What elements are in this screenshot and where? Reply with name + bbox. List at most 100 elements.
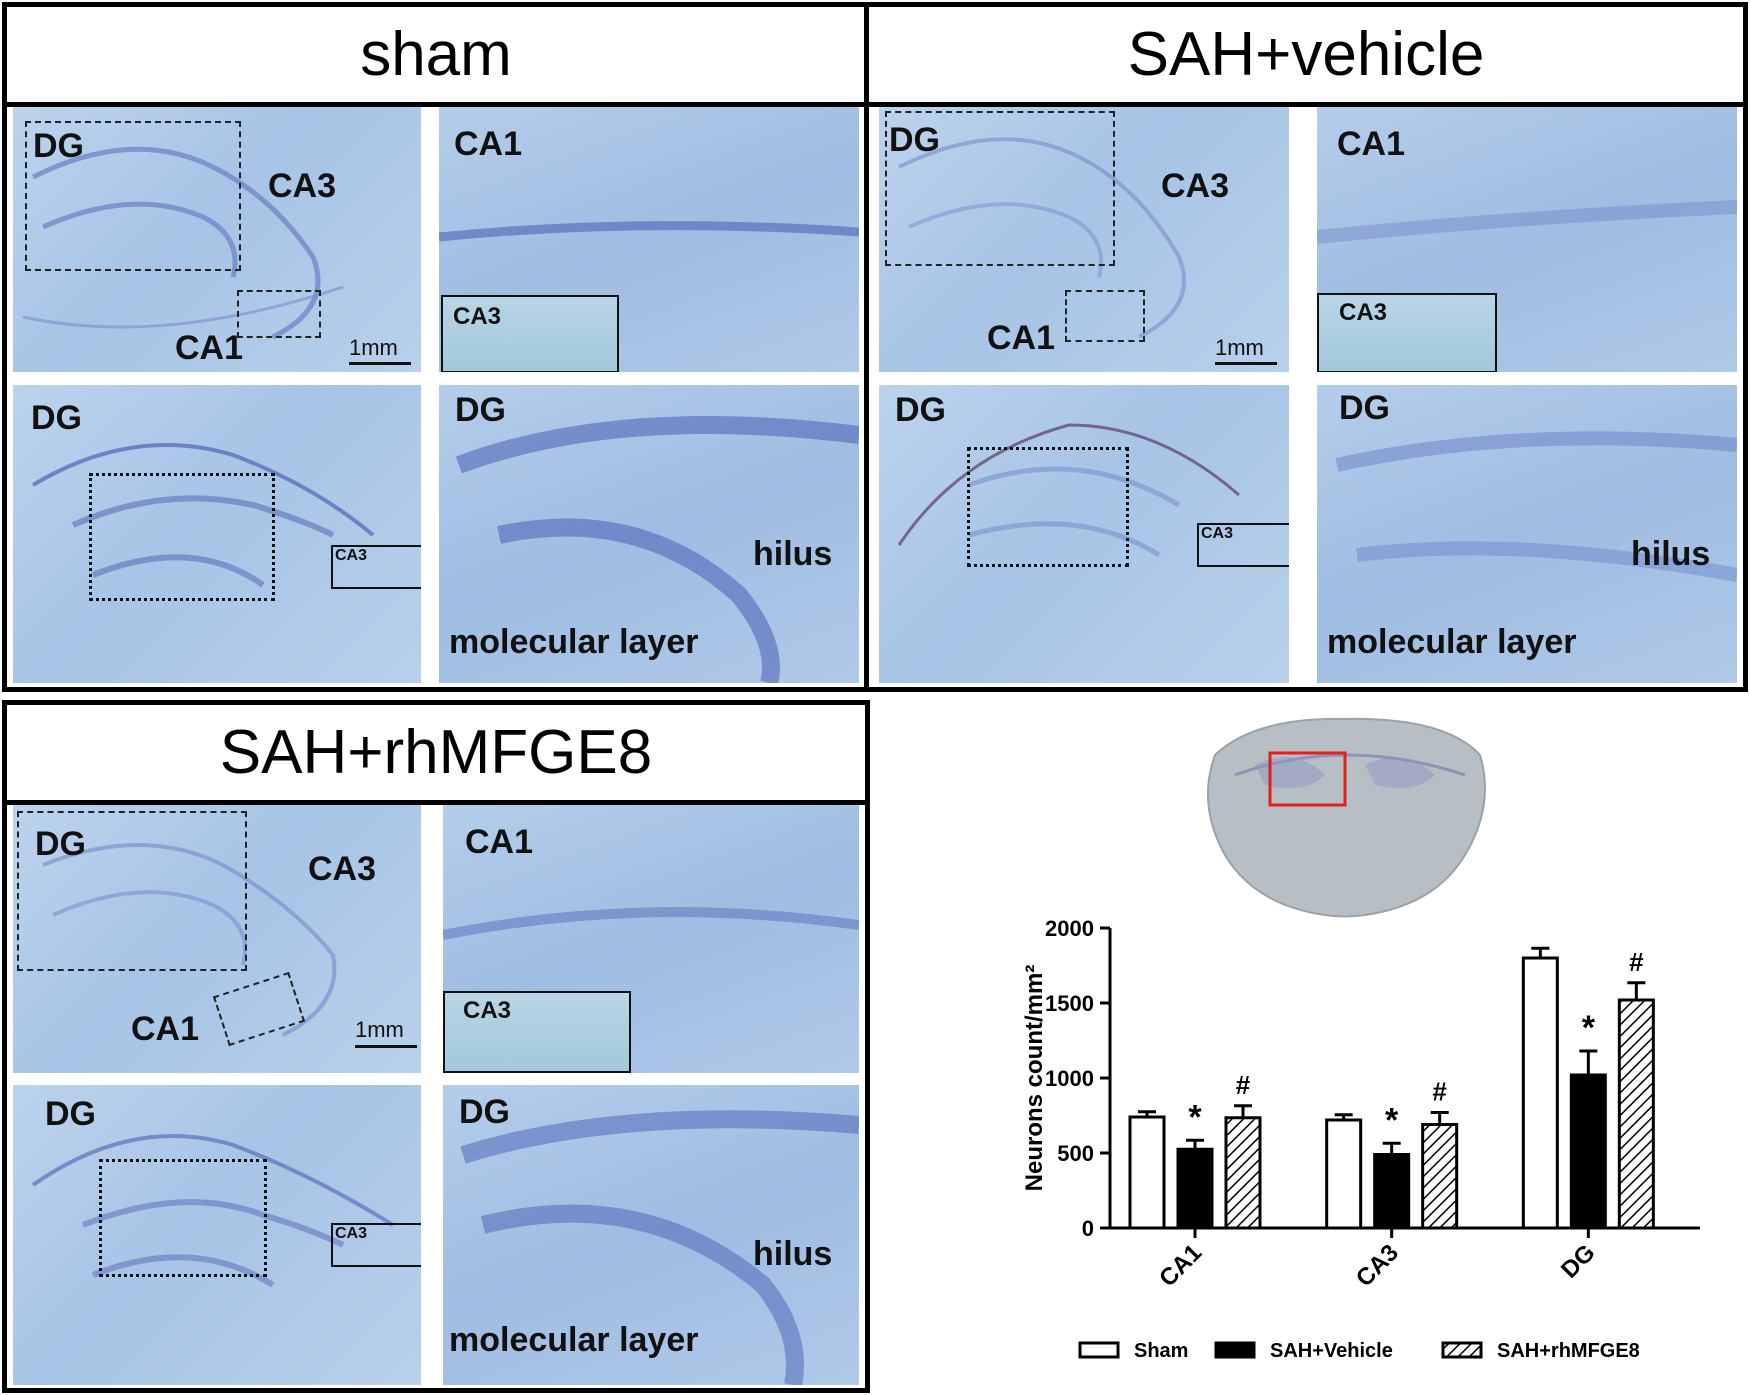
significance-marker: * xyxy=(1385,1101,1399,1139)
label-dg: DG xyxy=(35,825,86,863)
ca3-inset: CA3 xyxy=(443,991,631,1073)
scale-bar xyxy=(349,362,411,365)
significance-marker: # xyxy=(1236,1070,1251,1100)
hippocampus-overview-image: DG CA3 CA1 1mm xyxy=(13,805,421,1073)
panel-sah-rhmfge8: SAH+rhMFGE8 DG CA3 CA1 1mm CA1 CA3 CA3 xyxy=(2,700,870,1393)
stain-texture xyxy=(22,146,344,340)
stain-texture xyxy=(1335,431,1737,582)
stain-texture xyxy=(443,907,859,940)
bar xyxy=(1325,1118,1363,1230)
label-ca3: CA3 xyxy=(268,167,337,205)
significance-marker: # xyxy=(1629,947,1644,977)
label-molecular-layer: molecular layer xyxy=(449,1321,699,1359)
legend-label: SAH+rhMFGE8 xyxy=(1497,1340,1640,1362)
roi-box xyxy=(1268,751,1347,807)
label-dg-bottom: DG xyxy=(45,1095,96,1133)
panel-title: SAH+vehicle xyxy=(869,7,1743,107)
ca3-region-box: CA3 xyxy=(1197,523,1289,567)
x-tick-label: DG xyxy=(1556,1239,1601,1284)
ca3-inset: CA3 xyxy=(441,295,619,372)
ca1-zoom-image: CA1 CA3 xyxy=(439,107,859,372)
y-tick-label: 1000 xyxy=(1045,1066,1094,1091)
y-tick-label: 0 xyxy=(1082,1216,1094,1241)
dg-zoom-image: DG hilus molecular layer xyxy=(439,385,859,683)
scale-bar xyxy=(355,1045,417,1048)
label-ca1-zoom: CA1 xyxy=(1337,125,1406,163)
bar xyxy=(1569,1073,1607,1230)
x-tick-label: CA1 xyxy=(1154,1239,1207,1292)
dg-region-box xyxy=(99,1159,267,1277)
label-ca1: CA1 xyxy=(175,329,244,367)
label-ca3-small: CA3 xyxy=(335,547,368,564)
legend-label: Sham xyxy=(1134,1340,1188,1362)
ca1-zoom-image: CA1 CA3 xyxy=(443,805,859,1073)
label-ca1-zoom: CA1 xyxy=(454,125,523,163)
stain-texture xyxy=(31,443,375,588)
bar xyxy=(1521,956,1559,1230)
bar xyxy=(1617,998,1655,1230)
label-dg-bottom: DG xyxy=(895,391,946,429)
dg-overview-image: CA3 DG xyxy=(13,385,421,683)
scale-label: 1mm xyxy=(355,1017,404,1042)
label-dg-bottom: DG xyxy=(31,399,82,437)
hippocampus-overview-image: DG CA3 CA1 1mm xyxy=(879,107,1289,372)
scale-label: 1mm xyxy=(1215,335,1264,360)
label-ca1-zoom: CA1 xyxy=(465,823,534,861)
label-hilus: hilus xyxy=(1631,535,1711,573)
label-dg-zoom: DG xyxy=(459,1093,510,1131)
bar xyxy=(1421,1123,1459,1230)
y-axis-label: Neurons count/mm² xyxy=(1021,965,1048,1192)
stain-texture xyxy=(42,843,337,1037)
brain-section-image xyxy=(1206,717,1486,918)
significance-marker: * xyxy=(1582,1009,1596,1047)
label-hilus: hilus xyxy=(753,535,833,573)
label-ca3: CA3 xyxy=(308,850,377,888)
dg-zoom-image: DG hilus molecular layer xyxy=(443,1085,859,1385)
label-ca3: CA3 xyxy=(1161,167,1230,205)
ca3-region-box: CA3 xyxy=(331,1223,421,1267)
ca1-region-box xyxy=(237,290,321,338)
stain-texture xyxy=(460,1110,859,1385)
significance-marker: # xyxy=(1432,1077,1447,1107)
stain-texture xyxy=(1317,200,1737,244)
label-dg-zoom: DG xyxy=(1339,389,1390,427)
panel-title: SAH+rhMFGE8 xyxy=(7,705,865,805)
label-hilus: hilus xyxy=(753,1235,833,1273)
x-tick-label: CA3 xyxy=(1351,1239,1404,1292)
stain-texture xyxy=(897,423,1240,558)
label-molecular-layer: molecular layer xyxy=(1327,623,1577,661)
ca3-inset: CA3 xyxy=(1317,293,1497,372)
panel-sah-vehicle: SAH+vehicle DG CA3 CA1 1mm CA1 CA3 CA3 xyxy=(864,2,1748,692)
legend-swatch xyxy=(1441,1341,1483,1359)
dg-region-box xyxy=(885,111,1115,266)
y-tick-label: 2000 xyxy=(1045,916,1094,941)
panel-title: sham xyxy=(7,7,865,107)
y-tick-label: 500 xyxy=(1057,1141,1094,1166)
dg-overview-image: CA3 DG xyxy=(13,1085,421,1385)
stain-texture xyxy=(898,137,1186,339)
dg-region-box xyxy=(25,121,241,271)
label-molecular-layer: molecular layer xyxy=(449,623,699,661)
scale-label: 1mm xyxy=(349,335,398,360)
label-ca1: CA1 xyxy=(987,319,1056,357)
label-ca3-small: CA3 xyxy=(1201,525,1234,542)
ca3-region-box: CA3 xyxy=(331,545,421,589)
ca1-region-box xyxy=(1065,290,1145,342)
bar xyxy=(1224,1116,1262,1230)
label-ca3-inset: CA3 xyxy=(463,997,512,1024)
bar xyxy=(1128,1115,1166,1230)
stain-texture xyxy=(455,416,859,683)
label-ca1: CA1 xyxy=(131,1010,200,1048)
dg-zoom-image: DG hilus molecular layer xyxy=(1317,385,1737,683)
ca1-zoom-image: CA1 CA3 xyxy=(1317,107,1737,372)
dg-region-box xyxy=(17,811,247,971)
scale-bar xyxy=(1215,362,1277,365)
label-dg: DG xyxy=(889,121,940,159)
significance-marker: * xyxy=(1188,1098,1202,1136)
legend-label: SAH+Vehicle xyxy=(1270,1340,1393,1362)
stain-texture xyxy=(439,221,859,242)
bar xyxy=(1373,1153,1411,1230)
dg-region-box xyxy=(967,447,1129,567)
hippocampus-overview-image: DG CA3 CA1 1mm xyxy=(13,107,421,372)
